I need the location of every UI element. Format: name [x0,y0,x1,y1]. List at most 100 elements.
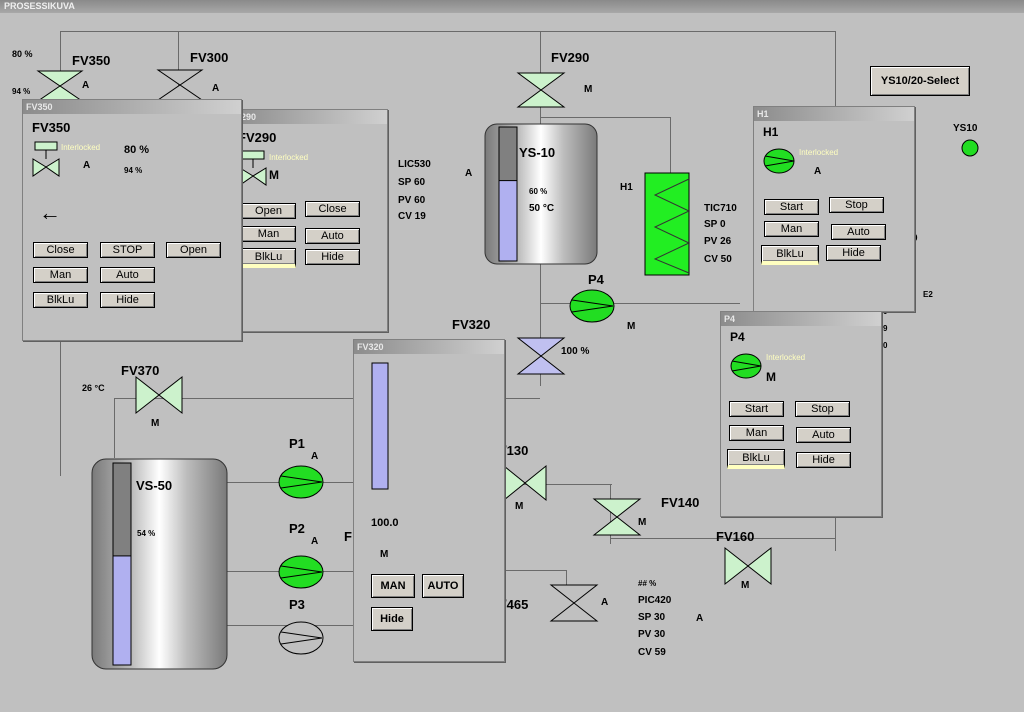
valve-icon[interactable] [503,464,547,502]
p3-label: P3 [289,597,305,612]
stop-button[interactable]: STOP [100,242,155,258]
auto-button[interactable]: Auto [831,224,886,240]
dialog-heading: H1 [763,125,779,139]
valve-icon[interactable] [156,69,204,101]
man-button[interactable]: Man [764,221,819,237]
p1-label: P1 [289,436,305,451]
fv160-label: FV160 [716,529,755,544]
fv350-pct2: 94 % [12,87,31,96]
open-button[interactable]: Open [241,203,296,219]
hide-button[interactable]: Hide [305,249,360,265]
position-bar [371,362,389,490]
man-button[interactable]: Man [729,425,784,441]
ys10-indicator-label: YS10 [953,123,978,134]
ys10-tank-label: YS-10 [519,145,556,160]
dialog-title[interactable]: 290 [231,110,387,124]
pipe [610,484,611,544]
dialog-mode: A [83,160,91,171]
man-button[interactable]: MAN [371,574,415,598]
hide-button[interactable]: Hide [796,452,851,468]
valve-icon[interactable] [516,72,566,108]
fv130-label: /130 [503,443,529,458]
auto-button[interactable]: Auto [796,427,851,443]
ys-select-button[interactable]: YS10/20-Select [870,66,970,96]
ys10-level: 60 % [529,187,548,196]
dialog-heading: P4 [730,330,745,344]
pipe [114,398,354,399]
blklu-button[interactable]: BlkLu [727,449,785,469]
man-button[interactable]: Man [33,267,88,283]
close-button[interactable]: Close [305,201,360,217]
heater-icon[interactable] [644,172,691,276]
dialog-heading: FV290 [238,130,277,145]
pipe [178,31,179,101]
lic530-tag: LIC530 [398,159,431,170]
interlock-text: Interlocked [61,143,101,152]
blklu-button[interactable]: BlkLu [33,292,88,308]
man-button[interactable]: Man [241,226,296,242]
fv320-pct: 100 % [561,346,590,357]
dialog-title[interactable]: FV320 [354,340,504,354]
pipe [502,398,540,399]
dialog-title[interactable]: FV350 [23,100,241,114]
pipe [114,398,115,458]
pump-icon[interactable] [278,621,324,655]
dialog-title[interactable]: H1 [754,107,914,121]
start-button[interactable]: Start [764,199,819,215]
valve-icon[interactable] [549,584,599,622]
start-button[interactable]: Start [729,401,784,417]
hide-button[interactable]: Hide [826,245,881,261]
auto-button[interactable]: Auto [305,228,360,244]
blklu-button[interactable]: BlkLu [761,245,819,265]
p4-faceplate: P4 P4 Interlocked M Start Stop Man Auto … [720,311,882,517]
dialog-pct2: 94 % [124,166,143,175]
auto-button[interactable]: Auto [100,267,155,283]
pic420-mode: A [696,613,704,624]
interlock-text: Interlocked [269,153,309,162]
fv370-temp: 26 °C [82,383,105,393]
pipe [60,31,835,32]
tic710-pv: PV 26 [704,236,732,247]
pump-icon[interactable] [569,289,615,323]
dialog-heading: FV350 [32,120,71,135]
vs50-level: 54 % [137,529,156,538]
partial-label: 0 [883,341,888,350]
valve-icon[interactable] [724,546,772,586]
vs50-tank-label: VS-50 [136,478,173,493]
valve-icon [32,141,60,177]
dialog-title[interactable]: P4 [721,312,881,326]
stop-button[interactable]: Stop [829,197,884,213]
arrow-left-icon: ← [39,200,61,225]
blklu-button[interactable]: BlkLu [241,248,296,268]
valve-icon[interactable] [516,337,566,375]
tic710-cv: CV 50 [704,254,732,265]
valve-icon[interactable] [135,375,183,415]
fv160-mode: M [741,580,750,591]
h1-faceplate: H1 H1 Interlocked A Start Stop Man Auto … [753,106,915,312]
close-button[interactable]: Close [33,242,88,258]
interlock-text: Interlocked [799,148,839,157]
status-light-icon [961,139,979,157]
fv290-faceplate: 290 FV290 Interlocked M Open Close Man A… [230,109,388,332]
hide-button[interactable]: Hide [371,607,413,631]
tank-vs50 [91,458,228,670]
pic420-cv: CV 59 [638,647,666,658]
pipe [540,117,670,118]
valve-icon[interactable] [36,70,84,102]
pump-icon[interactable] [278,555,324,589]
pump-icon[interactable] [278,465,324,499]
dialog-mode: M [380,549,389,560]
pipe [540,303,740,304]
auto-button[interactable]: AUTO [422,574,464,598]
hide-button[interactable]: Hide [100,292,155,308]
fv350-mode: A [82,80,90,91]
valve-icon[interactable] [592,498,642,536]
dialog-mode: M [269,168,279,182]
ys10-temp: 50 °C [529,203,555,214]
open-button[interactable]: Open [166,242,221,258]
fv140-mode: M [638,517,647,528]
p1-mode: A [311,451,319,462]
stop-button[interactable]: Stop [795,401,850,417]
pipe [670,117,671,177]
fv370-label: FV370 [121,363,160,378]
